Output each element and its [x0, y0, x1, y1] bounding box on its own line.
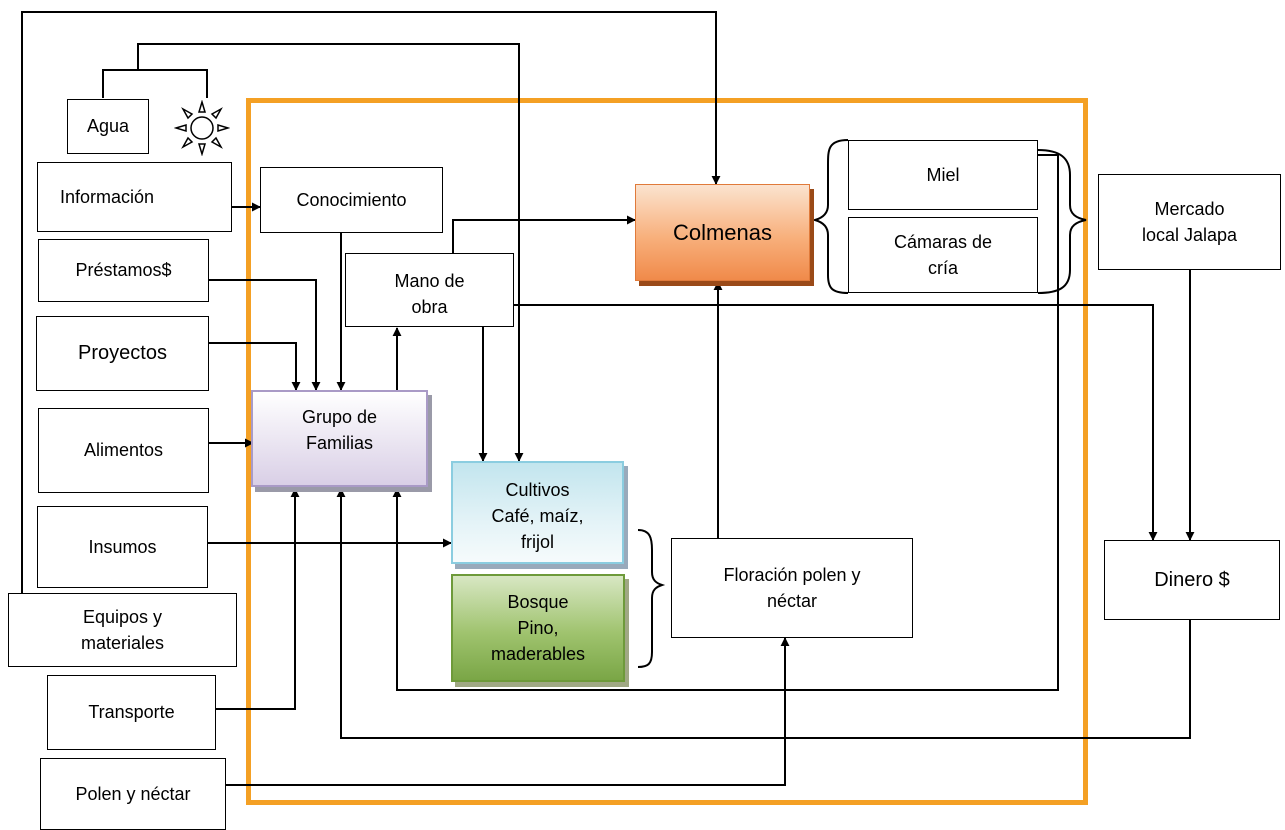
arrow-manodeobra-dinero	[514, 304, 1158, 541]
arrow-agua-cultivos	[102, 69, 208, 98]
node-conocimiento: Conocimiento	[260, 167, 443, 233]
node-transporte-label: Transporte	[88, 702, 175, 723]
arrow-manodeobra-colmenas	[452, 215, 636, 253]
node-agua-label: Agua	[86, 116, 130, 137]
node-transporte: Transporte	[47, 675, 216, 750]
node-camaras-de-cria-label: Cámaras de cría	[893, 231, 993, 278]
node-floracion-label: Floración polen y néctar	[723, 564, 861, 611]
arrow-dinero-grupo	[336, 488, 1191, 739]
node-colmenas-label: Colmenas	[672, 219, 773, 245]
node-proyectos: Proyectos	[36, 316, 209, 391]
node-dinero-label: Dinero $	[1154, 568, 1230, 591]
node-bosque-label: Bosque Pino, maderables	[490, 591, 586, 665]
sun-icon	[174, 100, 230, 156]
node-miel: Miel	[848, 140, 1038, 210]
node-floracion: Floración polen y néctar	[671, 538, 913, 638]
node-alimentos-label: Alimentos	[83, 440, 164, 461]
node-equipos: Equipos y materiales	[8, 593, 237, 667]
node-cultivos-label: Cultivos Café, maíz, frijol	[491, 480, 584, 553]
node-cultivos: Cultivos Café, maíz, frijol	[451, 461, 624, 564]
node-informacion-label: Información	[60, 186, 155, 207]
node-camaras-de-cria: Cámaras de cría	[848, 217, 1038, 293]
node-grupo-familias-label: Grupo de Familias	[301, 407, 378, 454]
system-boundary	[246, 98, 1088, 805]
node-mercado-local: Mercado local Jalapa	[1098, 174, 1281, 270]
node-agua: Agua	[67, 99, 149, 154]
brace-productos-mercado	[1037, 149, 1087, 294]
arrow-polen-floracion	[225, 637, 790, 786]
arrow-agua-cultivos-line	[137, 43, 524, 462]
node-polen-nectar-label: Polen y néctar	[75, 783, 191, 804]
node-prestamos: Préstamos$	[38, 239, 209, 302]
node-dinero: Dinero $	[1104, 540, 1280, 620]
node-alimentos: Alimentos	[38, 408, 209, 493]
arrow-proyectos-grupo	[208, 342, 301, 391]
node-mano-de-obra-label: Mano de obra	[394, 271, 465, 318]
node-insumos: Insumos	[37, 506, 208, 588]
node-informacion: Información	[37, 162, 232, 232]
node-prestamos-label: Préstamos$	[75, 260, 172, 281]
arrow-prestamos-grupo	[208, 279, 321, 391]
node-insumos-label: Insumos	[88, 536, 157, 557]
node-conocimiento-label: Conocimiento	[296, 189, 407, 210]
arrow-productos-grupo	[392, 154, 1059, 691]
node-equipos-label: Equipos y materiales	[80, 606, 165, 653]
brace-cultivos-bosque	[637, 529, 666, 668]
arrow-equipos-colmenas	[21, 11, 721, 594]
node-grupo-familias: Grupo de Familias	[251, 390, 428, 487]
arrow-transporte-grupo	[215, 488, 300, 710]
node-colmenas: Colmenas	[635, 184, 810, 281]
node-proyectos-label: Proyectos	[78, 342, 167, 364]
node-polen-nectar: Polen y néctar	[40, 758, 226, 830]
node-mercado-local-label: Mercado local Jalapa	[1141, 198, 1238, 245]
node-mano-de-obra: Mano de obra	[345, 253, 514, 327]
brace-colmenas-productos	[811, 139, 849, 294]
node-miel-label: Miel	[926, 164, 960, 185]
node-bosque: Bosque Pino, maderables	[451, 574, 625, 682]
